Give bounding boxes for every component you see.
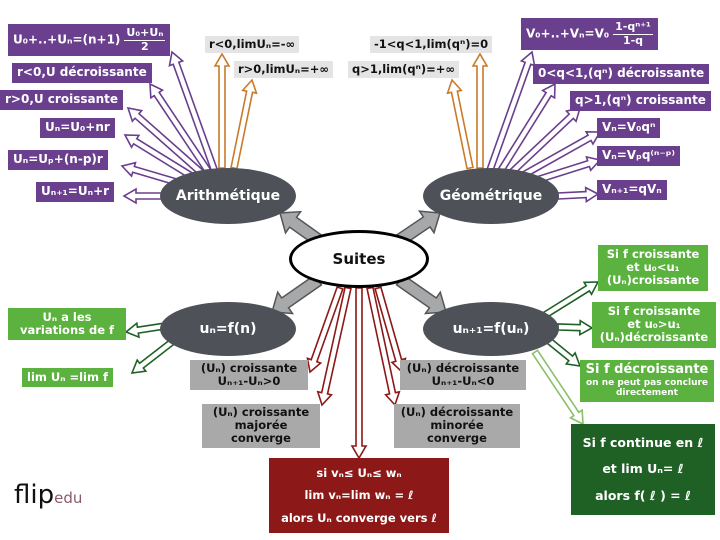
arrow-geom-sum bbox=[486, 50, 536, 173]
arith-general: Uₙ=Uₚ+(n-p)r bbox=[8, 150, 108, 170]
line: on ne peut pas conclure bbox=[585, 377, 709, 388]
arrow-arith-recurrence bbox=[122, 187, 166, 205]
arrow-recur-decreasing bbox=[557, 319, 594, 337]
arrow-suites-geom bbox=[395, 210, 441, 247]
monotony-decreasing: (Uₙ) décroissante Uₙ₊₁-Uₙ<0 bbox=[400, 360, 526, 391]
arrow-recur-f-decreasing bbox=[544, 336, 582, 368]
squeeze-theorem: si vₙ≤ Uₙ≤ wₙ lim vₙ=lim wₙ = ℓ alors Uₙ… bbox=[269, 458, 449, 534]
arrow-suites-monotony-inc bbox=[306, 285, 344, 374]
arrow-geom-recurrence bbox=[557, 186, 600, 204]
fraction-denominator: 2 bbox=[141, 39, 149, 53]
node-geometrique: Géométrique bbox=[423, 168, 559, 224]
fraction-denominator: 1-q bbox=[622, 33, 644, 47]
line: Uₙ₊₁-Uₙ<0 bbox=[431, 374, 495, 389]
geom-recurrence: Vₙ₊₁=qVₙ bbox=[597, 180, 667, 200]
line: majorée bbox=[234, 418, 288, 433]
monotone-convergence-increasing: (Uₙ) croissante majorée converge bbox=[202, 404, 320, 448]
arrow-geom-explicit bbox=[515, 130, 602, 182]
recur-decreasing: Si f croissante et u₀>u₁ (Uₙ)décroissant… bbox=[592, 302, 716, 348]
flipedu-logo: flipedu bbox=[14, 480, 82, 510]
arrow-geom-decreasing bbox=[496, 82, 556, 175]
line: et lim Uₙ= ℓ bbox=[602, 461, 684, 477]
recur-increasing: Si f croissante et u₀<u₁ (Uₙ)croissante bbox=[598, 245, 708, 291]
arith-recurrence: Uₙ₊₁=Uₙ+r bbox=[36, 182, 115, 202]
line: converge bbox=[427, 431, 487, 446]
line: et u₀<u₁ bbox=[626, 260, 680, 275]
recur-f-decreasing: Si f décroissante on ne peut pas conclur… bbox=[580, 360, 714, 402]
arith-increasing: r>0,U croissante bbox=[0, 90, 123, 110]
node-recurrence: uₙ₊₁=f(uₙ) bbox=[423, 302, 559, 356]
line: alors Uₙ converge vers ℓ bbox=[281, 510, 437, 525]
line: Si f continue en ℓ bbox=[582, 435, 704, 450]
line: (Uₙ) croissante bbox=[212, 405, 310, 419]
geom-sum-text: V₀+..+Vₙ=V₀ bbox=[526, 26, 610, 41]
arrow-suites-convergence-inc bbox=[316, 286, 352, 407]
node-suites: Suites bbox=[289, 230, 429, 288]
monotony-increasing: (Uₙ) croissante Uₙ₊₁-Uₙ>0 bbox=[190, 360, 308, 391]
logo-edu: edu bbox=[54, 489, 83, 507]
arrow-arith-sum bbox=[168, 50, 219, 175]
line: Si f décroissante bbox=[585, 362, 709, 377]
arrow-recur-increasing bbox=[542, 281, 600, 319]
arith-limit-negative: r<0,limUₙ=-∞ bbox=[205, 36, 300, 54]
logo-flip: flip bbox=[14, 480, 55, 510]
line: (Uₙ) croissante bbox=[200, 361, 298, 375]
fraction-numerator: U₀+Uₙ bbox=[124, 26, 166, 41]
arrow-arith-decreasing bbox=[149, 82, 214, 177]
arith-limit-positive: r>0,limUₙ=+∞ bbox=[234, 61, 333, 79]
arith-decreasing: r<0,U décroissante bbox=[12, 63, 152, 83]
node-arithmetique: Arithmétique bbox=[160, 168, 296, 224]
arrow-recur-fixed-point bbox=[531, 349, 584, 426]
geom-limit-infinity: q>1,lim(qⁿ)=+∞ bbox=[348, 61, 459, 79]
geom-decreasing: 0<q<1,(qⁿ) décroissante bbox=[533, 64, 710, 84]
line: minorée bbox=[430, 418, 484, 433]
line: Uₙ a les bbox=[42, 310, 92, 324]
explicit-variations: Uₙ a les variations de f bbox=[8, 308, 126, 341]
line: converge bbox=[231, 431, 291, 446]
arith-explicit: Uₙ=U₀+nr bbox=[40, 118, 115, 138]
geom-increasing: q>1,(qⁿ) croissante bbox=[570, 91, 711, 111]
line: directement bbox=[615, 388, 678, 399]
line: (Uₙ) décroissante bbox=[400, 405, 514, 419]
node-explicit: uₙ=f(n) bbox=[160, 302, 296, 356]
monotone-convergence-decreasing: (Uₙ) décroissante minorée converge bbox=[394, 404, 520, 448]
arrow-arith-limit-pos bbox=[230, 78, 258, 170]
arrow-suites-squeeze bbox=[350, 287, 368, 460]
explicit-limit: lim Uₙ =lim f bbox=[22, 368, 113, 388]
line: alors f( ℓ ) = ℓ bbox=[595, 487, 691, 503]
line: Uₙ₊₁-Uₙ>0 bbox=[217, 374, 281, 389]
arrow-geom-limit-inf bbox=[446, 78, 474, 170]
line: si vₙ≤ Uₙ≤ wₙ bbox=[316, 466, 402, 480]
arrow-explicit-limit bbox=[130, 338, 175, 374]
line: (Uₙ) décroissante bbox=[406, 361, 520, 375]
geom-limit-zero: -1<q<1,lim(qⁿ)=0 bbox=[370, 36, 493, 54]
line: lim vₙ=lim wₙ = ℓ bbox=[304, 488, 414, 503]
arrow-geom-limit-zero bbox=[471, 52, 489, 169]
arrow-arith-limit-neg bbox=[213, 52, 231, 169]
arrow-suites-convergence-dec bbox=[366, 286, 401, 407]
line: Si f croissante bbox=[606, 247, 700, 261]
line: et u₀>u₁ bbox=[627, 317, 681, 332]
fraction-numerator: 1-qⁿ⁺¹ bbox=[613, 20, 653, 35]
geom-explicit: Vₙ=V₀qⁿ bbox=[597, 118, 661, 138]
arrow-arith-increasing bbox=[126, 106, 209, 180]
line: (Uₙ)croissante bbox=[606, 273, 700, 288]
geom-general: Vₙ=Vₚq⁽ⁿ⁻ᵖ⁾ bbox=[597, 146, 680, 166]
line: Si f croissante bbox=[607, 304, 701, 318]
line: variations de f bbox=[19, 323, 115, 338]
fixed-point-theorem: Si f continue en ℓ et lim Uₙ= ℓ alors f(… bbox=[571, 424, 715, 515]
arith-sum-text: U₀+..+Uₙ=(n+1) bbox=[13, 32, 121, 47]
line: (Uₙ)décroissante bbox=[599, 330, 709, 345]
